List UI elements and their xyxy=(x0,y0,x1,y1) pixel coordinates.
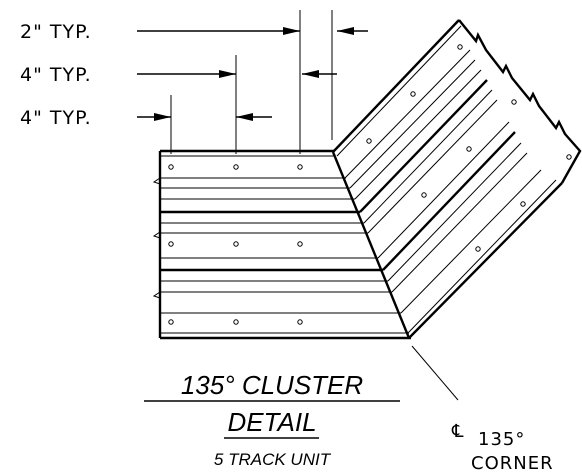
title-subtitle: 5 TRACK UNIT xyxy=(214,450,332,469)
angled-top-edge xyxy=(332,19,460,153)
angled-rib xyxy=(349,59,476,189)
angled-panel xyxy=(331,19,582,339)
angled-rib xyxy=(382,131,516,271)
angled-rib xyxy=(354,69,482,200)
fasteners-horizontal xyxy=(168,164,303,325)
fasteners-angled xyxy=(366,44,572,252)
angled-rib xyxy=(363,89,493,224)
dim-arrow-4in-b-return xyxy=(236,113,253,121)
title-line-1: 135° CLUSTER xyxy=(181,370,363,400)
angled-rib xyxy=(377,121,510,259)
dim-label-4in-a: 4" TYP. xyxy=(20,64,92,86)
dimension-callouts: 2" TYP. 4" TYP. 4" TYP. xyxy=(20,10,368,154)
angled-rib xyxy=(400,169,542,314)
title-block: 135° CLUSTER DETAIL 5 TRACK UNIT xyxy=(144,370,400,469)
centerline-label: ℄ 135° CORNER xyxy=(451,421,554,474)
angled-break-edge xyxy=(458,19,582,184)
dim-label-4in-b: 4" TYP. xyxy=(20,107,92,129)
miter-seam xyxy=(331,151,411,339)
angled-bottom-edge xyxy=(408,182,563,339)
title-line-2: DETAIL xyxy=(227,407,316,437)
horizontal-panel xyxy=(152,149,411,340)
angled-rib xyxy=(387,142,522,282)
dim-arrow-2in-return xyxy=(337,27,354,35)
centerline-angle-label: 135° xyxy=(478,429,525,450)
centerline-corner-label: CORNER xyxy=(471,453,554,474)
centerline-symbol: ℄ xyxy=(451,421,465,442)
angled-rib xyxy=(367,99,498,234)
dim-arrow-4in-a xyxy=(219,70,236,78)
dim-arrow-4in-a-return xyxy=(302,70,319,78)
dim-arrow-4in-b xyxy=(154,113,171,121)
angled-rib xyxy=(359,79,488,213)
angled-rib xyxy=(391,152,528,293)
break-marks xyxy=(152,177,161,299)
dim-arrow-2in xyxy=(283,27,300,35)
angled-rib xyxy=(344,49,471,179)
centerline-leader xyxy=(411,345,459,401)
dim-label-2in: 2" TYP. xyxy=(20,21,92,43)
